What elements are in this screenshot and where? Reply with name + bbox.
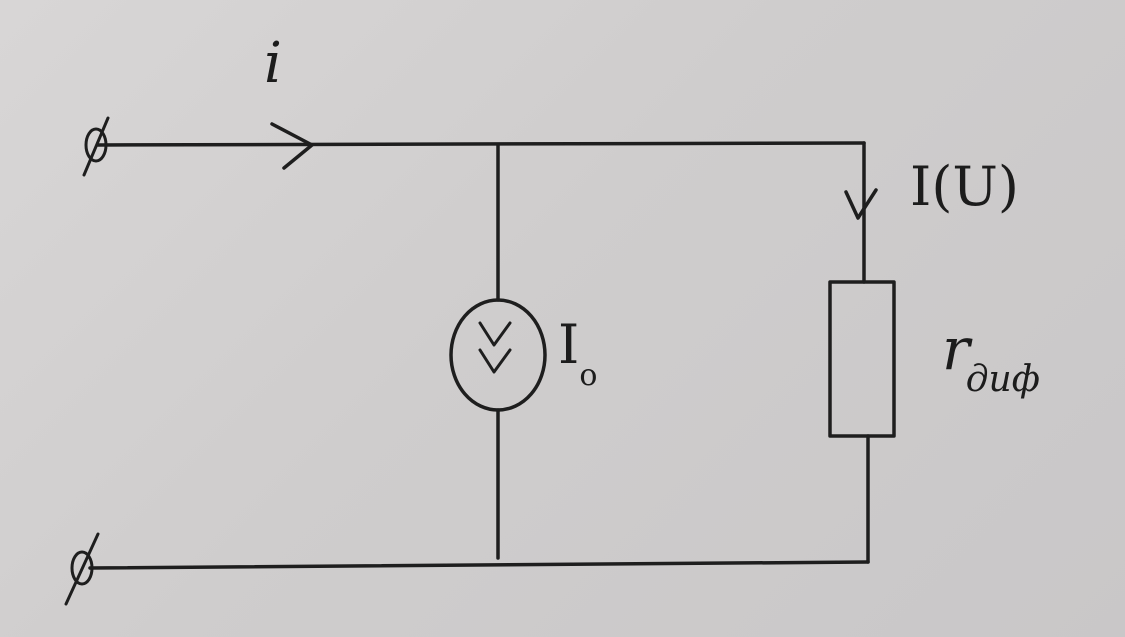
resistor-label: rдиф (942, 320, 1044, 398)
top-terminal-icon (82, 116, 110, 177)
input-current-label: i (264, 31, 282, 96)
resistor-label-main: r (942, 315, 970, 383)
branch-current-label: I(U) (910, 155, 1019, 218)
input-current-arrow-icon (270, 122, 314, 170)
current-source-label-subscript: o (579, 358, 598, 393)
current-source-label-main: I (558, 313, 580, 376)
resistor-label-subscript: диф (965, 359, 1040, 400)
current-source-label: Io (558, 318, 597, 391)
source-arrow-icon (478, 348, 512, 374)
top-wire (96, 141, 866, 147)
bottom-terminal-icon (64, 532, 100, 606)
resistor-symbol (828, 280, 896, 438)
current-source-circle (449, 298, 547, 412)
source-arrow-icon (478, 321, 512, 347)
bottom-wire (88, 560, 870, 570)
branch-current-arrow-icon (844, 188, 878, 220)
